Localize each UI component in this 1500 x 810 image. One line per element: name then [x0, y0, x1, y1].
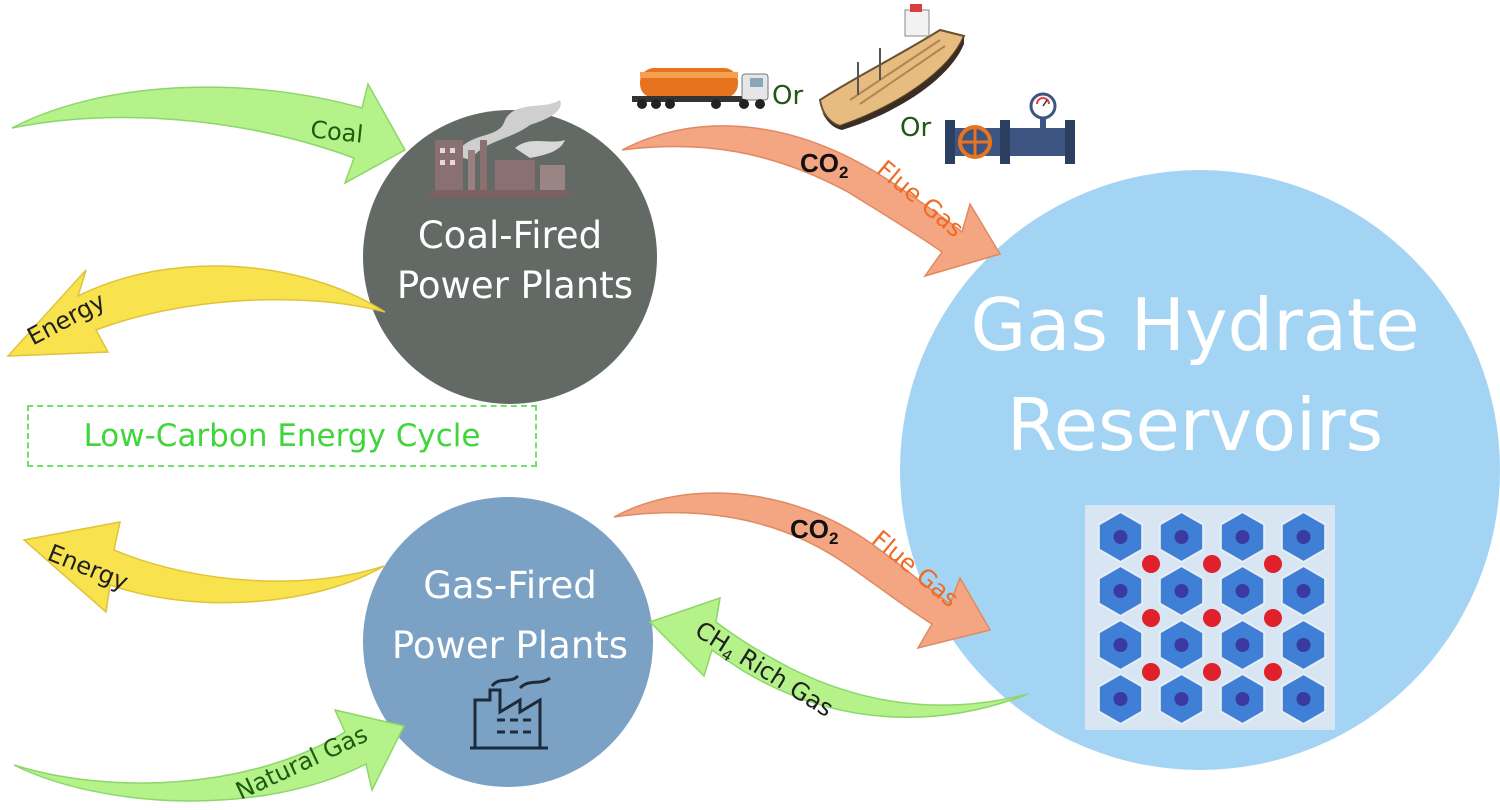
- or-label-1: Or: [772, 81, 803, 111]
- low-carbon-cycle-label-box: Low-Carbon Energy Cycle: [27, 405, 537, 467]
- guest-molecule: [1235, 638, 1250, 652]
- co2-molecule: [1264, 555, 1282, 573]
- gas-co2-label: CO2: [790, 514, 838, 548]
- hydrate-reservoirs-node: [900, 170, 1500, 770]
- guest-molecule: [1296, 530, 1311, 544]
- guest-molecule: [1174, 638, 1189, 652]
- co2-molecule: [1142, 609, 1160, 627]
- coal-flue-gas-arrow: [621, 125, 1002, 278]
- coal-arrow-label: Coal: [309, 115, 364, 148]
- gas-energy-arrow: [22, 521, 385, 614]
- guest-molecule: [1113, 530, 1128, 544]
- coal-co2-label: CO2: [800, 148, 848, 182]
- gas-flue-gas-arrow: [613, 492, 992, 650]
- guest-molecule: [1113, 584, 1128, 598]
- guest-molecule: [1235, 530, 1250, 544]
- factory-smoke-icon: [430, 100, 570, 198]
- guest-molecule: [1174, 530, 1189, 544]
- or-label-2: Or: [900, 113, 931, 143]
- co2-molecule: [1264, 663, 1282, 681]
- low-carbon-cycle-label: Low-Carbon Energy Cycle: [83, 418, 481, 454]
- co2-molecule: [1203, 555, 1221, 573]
- guest-molecule: [1113, 692, 1128, 706]
- gas-plant-node: [363, 497, 653, 787]
- guest-molecule: [1296, 692, 1311, 706]
- guest-molecule: [1235, 584, 1250, 598]
- co2-molecule: [1142, 555, 1160, 573]
- factory-icon: [470, 674, 551, 750]
- pipeline-valve-icon: [945, 92, 1075, 164]
- tanker-ship-icon: [818, 4, 966, 130]
- coal-plant-node: [363, 110, 657, 404]
- coal-node-title-line1: Coal-Fired: [418, 214, 602, 257]
- co2-molecule: [1203, 609, 1221, 627]
- co2-molecule: [1264, 609, 1282, 627]
- natural-gas-arrow: [13, 708, 406, 802]
- guest-molecule: [1296, 584, 1311, 598]
- guest-molecule: [1296, 638, 1311, 652]
- gas-node-title-line2: Power Plants: [392, 624, 628, 667]
- guest-molecule: [1174, 692, 1189, 706]
- guest-molecule: [1113, 638, 1128, 652]
- guest-molecule: [1235, 692, 1250, 706]
- gas-node-title-line1: Gas-Fired: [423, 564, 597, 607]
- coal-energy-arrow: [6, 265, 386, 357]
- hydrate-node-title-line1: Gas Hydrate: [970, 283, 1419, 367]
- coal-node-title-line2: Power Plants: [397, 264, 633, 307]
- co2-molecule: [1142, 663, 1160, 681]
- hydrate-crystal-icon: [1085, 505, 1335, 730]
- hydrate-node-title-line2: Reservoirs: [1007, 383, 1383, 467]
- co2-molecule: [1203, 663, 1221, 681]
- ch4-rich-gas-label: CH4 Rich Gas: [689, 616, 839, 726]
- guest-molecule: [1174, 584, 1189, 598]
- ch4-rich-gas-arrow: [648, 596, 1029, 719]
- coal-input-arrow: [11, 81, 407, 185]
- tanker-truck-icon: [632, 68, 769, 109]
